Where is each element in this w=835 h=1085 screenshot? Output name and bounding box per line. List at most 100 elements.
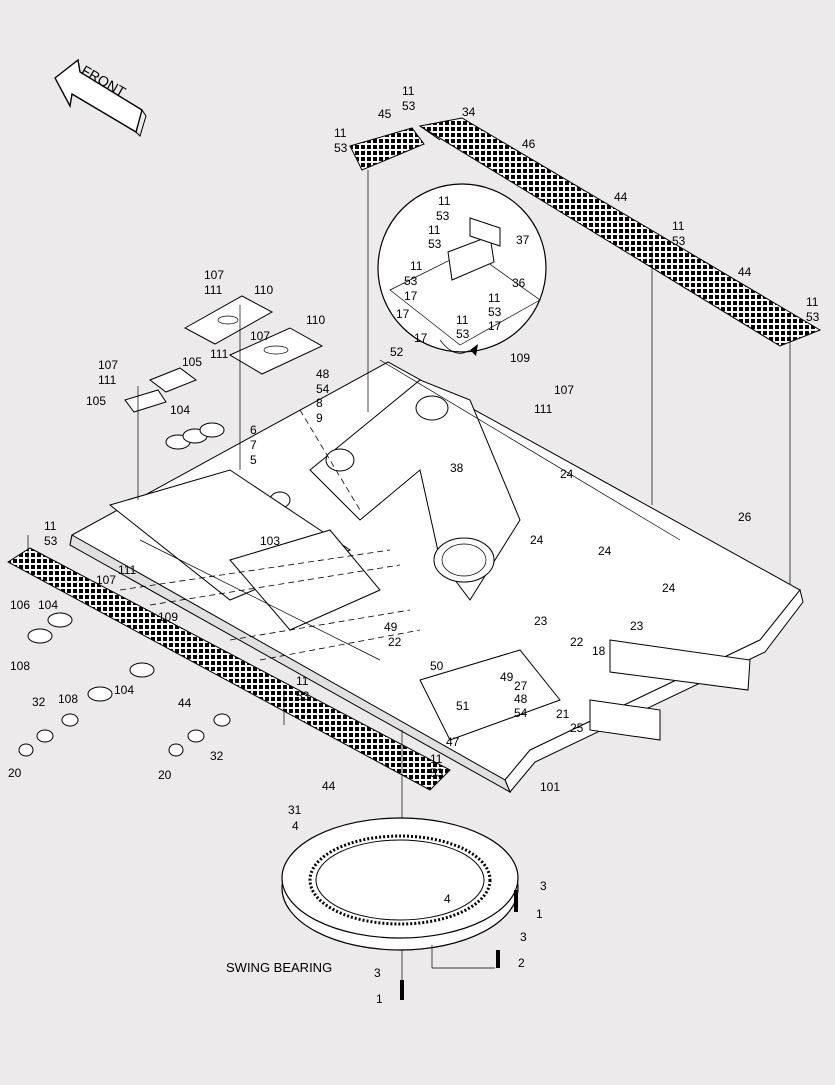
callout-c-104-c: 104 — [114, 683, 134, 697]
callout-c-101: 101 — [540, 780, 560, 794]
callout-c-53-c: 53 — [672, 234, 686, 248]
callout-c-48-b: 48 — [514, 692, 528, 706]
callout-c-111-a: 111 — [204, 283, 223, 297]
callout-c-32-a: 32 — [32, 695, 46, 709]
callout-c-108-a: 108 — [10, 659, 30, 673]
callout-c-54-b: 54 — [514, 706, 528, 720]
callout-c-53-d: 53 — [806, 310, 820, 324]
callout-c-53-b: 53 — [334, 141, 348, 155]
walkway-46-44 — [418, 117, 822, 347]
callout-c-53-g: 53 — [404, 274, 418, 288]
callout-c-108-b: 108 — [58, 692, 78, 706]
callout-c-104-a: 104 — [170, 403, 190, 417]
callout-c-31: 31 — [288, 803, 302, 817]
bracket-105-a — [148, 367, 198, 393]
callout-c-109-b: 109 — [158, 610, 178, 624]
callout-c-49-a: 49 — [384, 620, 398, 634]
callout-c-44-c: 44 — [178, 696, 192, 710]
callout-c-50: 50 — [430, 659, 444, 673]
callout-c-22-a: 22 — [388, 635, 402, 649]
callout-c-22-b: 22 — [570, 635, 584, 649]
callout-c-104-b: 104 — [38, 598, 58, 612]
callout-c-11-b: 11 — [334, 126, 347, 140]
callout-c-49-b: 49 — [500, 670, 514, 684]
callout-c-44-b: 44 — [738, 265, 752, 279]
callout-c-17-a: 17 — [404, 289, 418, 303]
callout-c-1-a: 1 — [536, 907, 543, 921]
callout-c-7: 7 — [250, 438, 257, 452]
callout-c-111-b: 111 — [210, 347, 229, 361]
callout-c-11-c: 11 — [672, 219, 685, 233]
callout-c-3-b: 3 — [520, 930, 527, 944]
callout-c-107-b: 107 — [250, 329, 270, 343]
left-walkway — [7, 547, 451, 791]
cover-110-b — [228, 327, 324, 375]
callout-c-53-e: 53 — [436, 209, 450, 223]
callout-c-4-a: 4 — [292, 819, 299, 833]
callout-c-53-k: 53 — [296, 689, 310, 703]
callout-c-11-g: 11 — [410, 259, 423, 273]
upper-frame — [69, 359, 804, 794]
callout-c-9: 9 — [316, 411, 323, 425]
callout-c-17-d: 17 — [414, 331, 428, 345]
callout-c-106: 106 — [10, 598, 30, 612]
callout-c-111-e: 111 — [118, 563, 137, 577]
callout-c-3-a: 3 — [540, 879, 547, 893]
callout-c-110-b: 110 — [306, 313, 325, 327]
callout-c-34: 34 — [462, 105, 476, 119]
callout-c-25: 25 — [570, 721, 584, 735]
swing-bearing — [281, 817, 519, 1000]
callout-c-105-a: 105 — [182, 355, 202, 369]
callout-c-107-a: 107 — [204, 268, 224, 282]
callout-c-37: 37 — [516, 233, 530, 247]
top-step-plates — [349, 117, 822, 347]
callout-c-24-d: 24 — [662, 581, 676, 595]
callout-c-53-a: 53 — [402, 99, 416, 113]
callout-c-3-c: 3 — [374, 966, 381, 980]
callout-c-46: 46 — [522, 137, 536, 151]
callout-c-51: 51 — [456, 699, 470, 713]
callout-c-107-d: 107 — [554, 383, 574, 397]
callout-c-23-a: 23 — [534, 614, 548, 628]
callout-c-11-a: 11 — [402, 84, 415, 98]
callout-c-44-a: 44 — [614, 190, 628, 204]
callout-c-11-e: 11 — [438, 194, 451, 208]
callout-c-11-i: 11 — [456, 313, 469, 327]
callout-c-107-c: 107 — [98, 358, 118, 372]
cover-110-a — [183, 295, 274, 345]
callout-c-6: 6 — [250, 423, 257, 437]
callout-c-44-d: 44 — [322, 779, 336, 793]
callout-c-53-l: 53 — [430, 766, 444, 780]
callout-c-24-b: 24 — [530, 533, 544, 547]
callout-c-17-c: 17 — [488, 319, 502, 333]
walkway-106-44 — [7, 547, 451, 791]
hidden-lines — [119, 409, 421, 661]
callout-c-52: 52 — [390, 345, 404, 359]
callout-c-18: 18 — [592, 644, 606, 658]
callout-c-5: 5 — [250, 453, 257, 467]
callout-c-17-b: 17 — [396, 307, 410, 321]
callout-c-110-a: 110 — [254, 283, 273, 297]
callout-c-103: 103 — [260, 534, 280, 548]
callout-c-21: 21 — [556, 707, 570, 721]
callout-c-111-c: 111 — [98, 373, 117, 387]
callout-c-32-b: 32 — [210, 749, 224, 763]
callout-c-24-c: 24 — [598, 544, 612, 558]
callout-c-11-l: 11 — [430, 752, 443, 766]
detail-magnifier — [377, 183, 547, 356]
swing-bearing-caption: SWING BEARING — [226, 960, 332, 975]
callout-c-45: 45 — [378, 107, 392, 121]
callout-c-20-b: 20 — [158, 768, 172, 782]
callout-c-53-h: 53 — [488, 305, 502, 319]
callout-c-20-a: 20 — [8, 766, 22, 780]
callout-c-11-j: 11 — [44, 519, 57, 533]
callout-c-27: 27 — [514, 679, 528, 693]
callout-c-8: 8 — [316, 396, 323, 410]
callout-c-11-h: 11 — [488, 291, 501, 305]
callout-c-11-d: 11 — [806, 295, 819, 309]
callout-c-109-a: 109 — [510, 351, 530, 365]
callout-c-38: 38 — [450, 461, 464, 475]
